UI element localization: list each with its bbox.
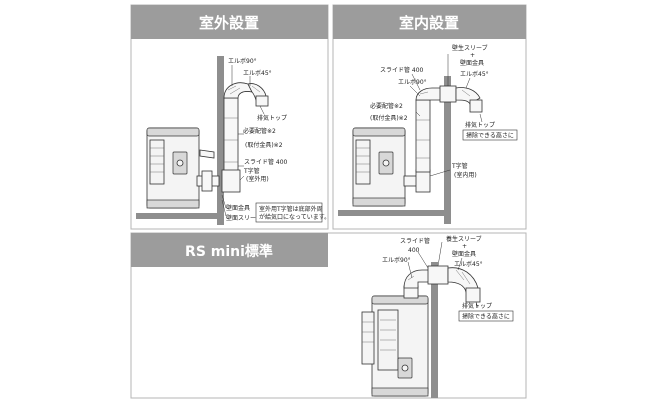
rs-mini-label-elbow90: エルボ90° xyxy=(382,256,411,264)
outdoor-pipe-assembly xyxy=(196,82,269,193)
indoor-label-exhaust-top: 排気トップ xyxy=(465,121,495,129)
indoor-leaders xyxy=(409,54,483,177)
indoor-note: 掃除できる高さに xyxy=(466,132,514,140)
outdoor-note-line-2: が給気口になっています。 xyxy=(259,213,330,221)
panel-rs-mini-title: RS mini標準 xyxy=(185,243,273,260)
panel-indoor-title: 室内設置 xyxy=(399,14,459,32)
outdoor-label-t-pipe-note: (室外用) xyxy=(246,175,269,183)
rs-mini-label-slide-pipe-length: 400 xyxy=(408,247,420,254)
rs-mini-note: 掃除できる高さに xyxy=(462,313,510,321)
panel-indoor: 室内設置 xyxy=(332,4,527,230)
indoor-label-elbow45: エルボ45° xyxy=(460,70,489,78)
rs-mini-label-wall-hardware: 壁面金具 xyxy=(452,250,476,258)
indoor-label-slide-pipe: スライド管 400 xyxy=(380,66,424,74)
outdoor-label-t-pipe: T字管 xyxy=(243,167,260,175)
outdoor-leaders xyxy=(221,65,265,217)
indoor-heater-unit xyxy=(352,127,406,207)
outdoor-label-slide-pipe: スライド管 400 xyxy=(244,158,288,166)
panel-rs-mini-header xyxy=(131,233,328,267)
outdoor-label-elbow90: エルボ90° xyxy=(228,57,257,65)
outdoor-label-required-pipe: 必要配管※2 xyxy=(243,127,276,135)
outdoor-label-exhaust-top: 排気トップ xyxy=(257,114,287,122)
outdoor-heater-unit xyxy=(146,127,200,209)
rs-mini-label-exhaust-top: 排気トップ xyxy=(462,302,492,310)
indoor-floor xyxy=(338,210,444,216)
indoor-label-required-pipe: 必要配管※2 xyxy=(370,102,403,110)
indoor-label-elbow90: エルボ90° xyxy=(398,78,427,86)
outdoor-label-wall-sleeve: 壁面スリーブ xyxy=(226,214,262,222)
indoor-label-plus: + xyxy=(470,52,475,59)
outdoor-floor xyxy=(136,213,224,219)
indoor-label-t-pipe: T字管 xyxy=(451,162,468,170)
outdoor-label-wall-hardware: 壁面金具 xyxy=(226,204,250,212)
indoor-label-t-pipe-note: (室内用) xyxy=(454,171,477,179)
rs-mini-label-elbow45: エルボ45° xyxy=(454,260,483,268)
rs-mini-label-plus: + xyxy=(462,243,467,250)
panel-outdoor: 室外設置 xyxy=(130,4,330,230)
indoor-label-mount-hardware: (取付金具)※2 xyxy=(370,114,408,122)
rs-mini-heater-unit xyxy=(361,295,429,397)
rs-mini-label-slide-pipe: スライド管 xyxy=(400,237,430,245)
rs-mini-leaders xyxy=(407,241,479,309)
panel-indoor-header xyxy=(333,5,526,39)
rs-mini-wall xyxy=(431,262,438,398)
rs-mini-pipe-assembly xyxy=(403,265,481,303)
indoor-label-wall-sleeve: 壁生スリーブ xyxy=(452,44,488,52)
indoor-note-box xyxy=(462,129,518,141)
rs-mini-label-wall-sleeve: 養生スリーブ xyxy=(446,235,482,243)
outdoor-label-elbow45: エルボ45° xyxy=(243,69,272,77)
outdoor-label-mount-hardware: (取付金具)※2 xyxy=(245,141,283,149)
outdoor-wall xyxy=(217,56,224,225)
indoor-wall xyxy=(444,76,451,224)
panel-outdoor-header xyxy=(131,5,328,39)
outdoor-note-box xyxy=(255,202,323,223)
rs-mini-note-box xyxy=(458,310,514,322)
outdoor-note-line-1: 室外用T字管は底部外周 xyxy=(259,205,323,213)
panel-outdoor-title: 室外設置 xyxy=(199,14,259,32)
indoor-pipe-assembly xyxy=(403,85,483,193)
indoor-label-wall-hardware: 壁面金具 xyxy=(460,59,484,67)
panel-rs-mini: RS mini標準 xyxy=(130,232,527,399)
